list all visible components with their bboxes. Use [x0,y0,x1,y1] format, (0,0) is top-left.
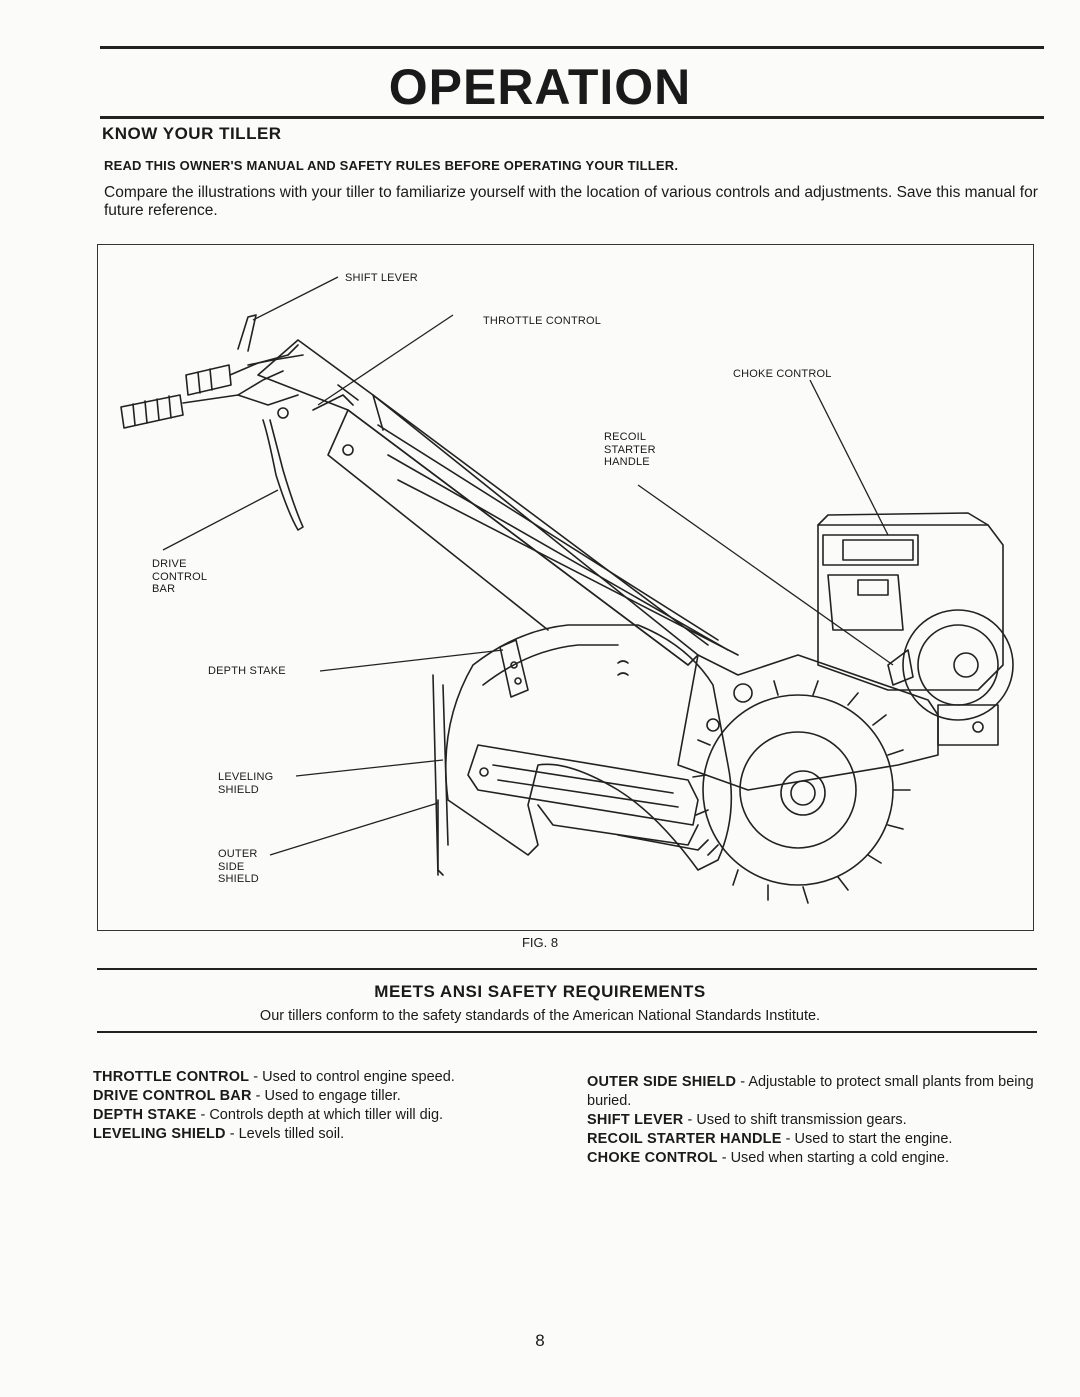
fuel-tank [827,574,904,631]
label-outer-side-shield: OUTER SIDE SHIELD [218,848,259,885]
top-rule [100,46,1044,49]
recoil-housing [902,609,1014,721]
read-manual-notice: READ THIS OWNER'S MANUAL AND SAFETY RULE… [104,158,679,173]
label-throttle-control: THROTTLE CONTROL [483,315,602,327]
handlebar [182,344,299,404]
desc-shift-lever: SHIFT LEVER - Used to shift transmission… [587,1112,907,1128]
desc-throttle-control: THROTTLE CONTROL - Used to control engin… [93,1069,455,1085]
ansi-heading: MEETS ANSI SAFETY REQUIREMENTS [374,982,706,1001]
desc-drive-control-bar: DRIVE CONTROL BAR - Used to engage tille… [93,1088,401,1104]
descriptions-left: THROTTLE CONTROL - Used to control engin… [93,1068,553,1144]
handle-grip-lower [120,394,184,429]
title-underline [100,116,1044,119]
leader-recoil [637,484,894,666]
leader-depth-stake [319,649,504,672]
label-depth-stake: DEPTH STAKE [208,665,286,677]
desc-depth-stake: DEPTH STAKE - Controls depth at which ti… [93,1107,444,1123]
page-title: OPERATION [388,59,692,115]
shift-lever-rod [237,314,257,352]
label-choke-control: CHOKE CONTROL [733,368,832,380]
label-recoil-starter-handle: RECOIL STARTER HANDLE [604,431,656,468]
descriptions-right: OUTER SIDE SHIELD - Adjustable to protec… [587,1073,1042,1168]
label-shift-lever: SHIFT LEVER [345,272,418,284]
ansi-top-rule [97,968,1037,970]
figure-caption: FIG. 8 [521,935,559,950]
handle-grip-upper [185,364,232,396]
leader-leveling [295,759,444,777]
tiller-drawing [120,276,1014,904]
frame-beam [257,339,699,666]
ansi-bottom-rule [97,1031,1037,1033]
leader-drive-bar [162,489,279,551]
ansi-text: Our tillers conform to the safety standa… [259,1008,821,1024]
engine-body [817,524,1004,691]
page-number: 8 [535,1331,545,1350]
intro-paragraph: Compare the illustrations with your till… [104,184,1038,219]
air-cleaner [822,534,919,566]
leader-outer-shield [269,802,439,856]
leader-throttle [317,314,454,406]
outer-side-shield [437,799,699,876]
label-leveling-shield: LEVELING SHIELD [218,771,274,796]
chassis [677,654,939,791]
throttle-bracket [312,384,359,411]
label-drive-control-bar: DRIVE CONTROL BAR [152,558,208,595]
tine-hood [445,624,733,871]
drive-control-bar [262,419,304,531]
leveling-shield [467,744,699,826]
depth-stake [499,639,529,698]
desc-leveling-shield: LEVELING SHIELD - Levels tilled soil. [93,1126,345,1142]
desc-choke-control: CHOKE CONTROL - Used when starting a col… [587,1150,950,1166]
section-heading: KNOW YOUR TILLER [102,124,282,143]
figure-tiller-illustration: SHIFT LEVER THROTTLE CONTROL CHOKE CONTR… [97,244,1034,931]
desc-recoil-starter-handle: RECOIL STARTER HANDLE - Used to start th… [587,1131,953,1147]
leader-shift-lever [252,276,339,321]
leader-choke [809,379,889,536]
desc-outer-side-shield: OUTER SIDE SHIELD - Adjustable to protec… [587,1074,1034,1109]
